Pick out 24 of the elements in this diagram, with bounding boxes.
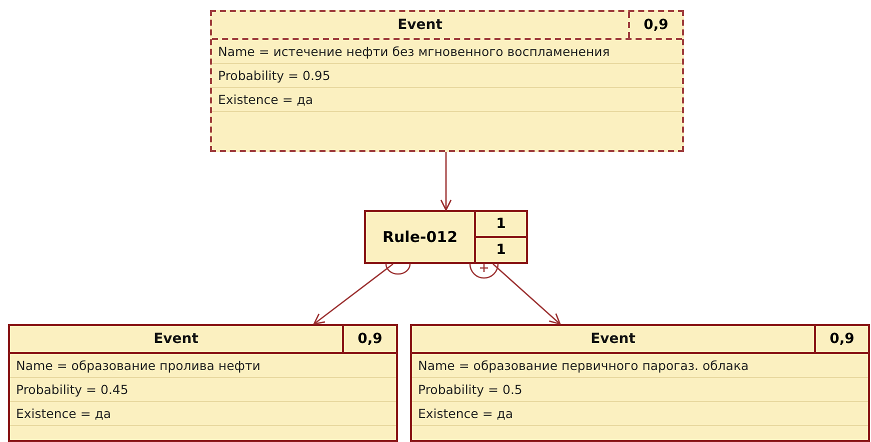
attribute-text: Name = образование первичного парогаз. облака [412, 354, 868, 378]
arrow [440, 152, 452, 211]
attribute-text: Name = истечение нефти без мгновенного воспламенения [212, 40, 682, 64]
attribute-text: Name = образование пролива нефти [10, 354, 396, 378]
event-weight: 0,9 [814, 326, 868, 352]
event-title: Event [152, 330, 200, 349]
arrow [313, 263, 394, 325]
event-box [210, 10, 684, 152]
attribute-text: Existence = да [212, 88, 682, 112]
arrow [492, 263, 561, 325]
rule-name: Rule-012 [366, 212, 476, 262]
event-weight: 0,9 [628, 12, 682, 38]
event-weight: 0,9 [342, 326, 396, 352]
attribute-text: Existence = да [10, 402, 396, 426]
event-title: Event [590, 330, 636, 349]
attribute-text: Existence = да [412, 402, 868, 426]
attribute-text: Probability = 0.45 [10, 378, 396, 402]
attribute-text: Probability = 0.5 [412, 378, 868, 402]
rule-count: 1 [476, 236, 526, 262]
event-box [410, 324, 870, 442]
event-title: Event [396, 16, 444, 35]
event-box [8, 324, 398, 442]
rule-count: 1 [495, 215, 507, 234]
attribute-text: Probability = 0.95 [212, 64, 682, 88]
